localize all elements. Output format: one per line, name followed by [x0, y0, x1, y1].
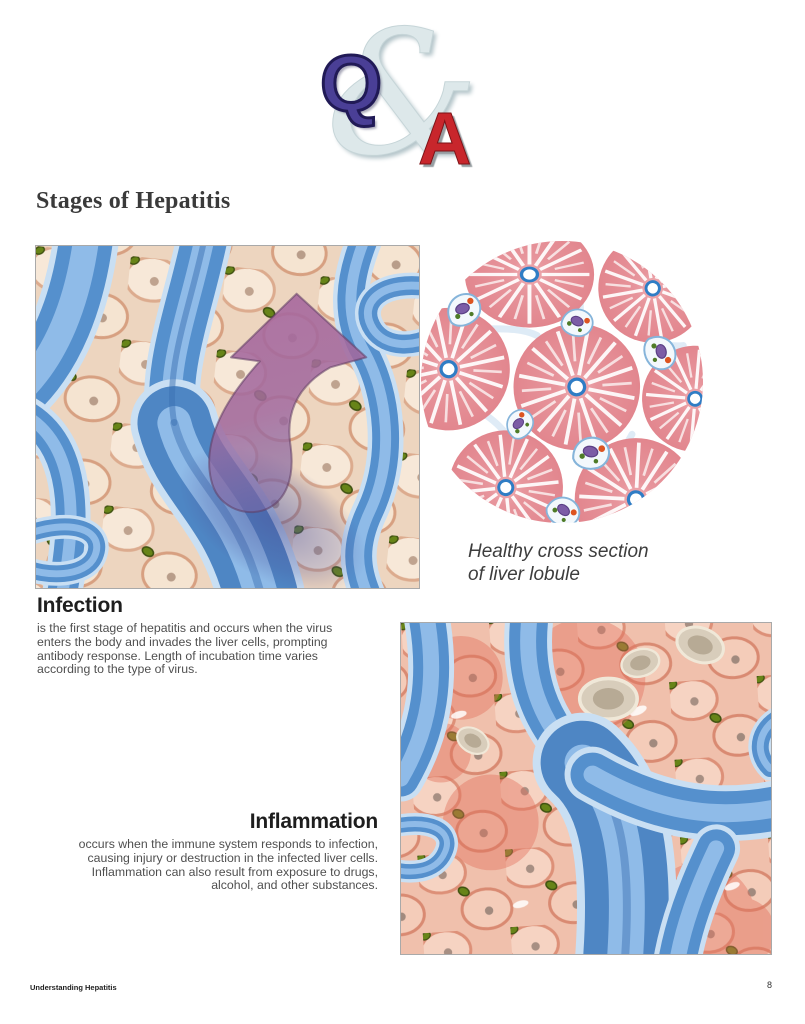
qa-logo: & Q A [300, 7, 500, 185]
infection-text-line: according to the type of virus. [37, 662, 198, 677]
infection-text-line: antibody response. Length of incubation … [37, 648, 318, 663]
healthy-lobule-illustration [419, 239, 705, 525]
inflammation-text-line: Inflammation can also result from exposu… [91, 864, 378, 879]
inflammation-heading: Inflammation [249, 810, 378, 833]
lobule-caption: Healthy cross section of liver lobule [468, 540, 649, 586]
section-infection: Infection is the first stage of hepatiti… [37, 594, 332, 677]
ampersand-glyph: & [325, 0, 480, 194]
lobule-caption-line1: Healthy cross section [468, 541, 649, 562]
a-letter: A [417, 97, 472, 180]
infection-illustration-svg [36, 246, 419, 588]
page-title: Stages of Hepatitis [36, 188, 231, 214]
footer-page-number: 8 [766, 980, 772, 990]
lobule-svg [420, 240, 704, 524]
inflammation-text-line: alcohol, and other substances. [211, 878, 378, 893]
liver-lobules [420, 240, 704, 524]
inflammation-illustration-svg [401, 623, 771, 954]
inflammation-text-line: causing injury or destruction in the inf… [87, 850, 378, 865]
infection-illustration [35, 245, 420, 589]
section-inflammation: Inflammation occurs when the immune syst… [78, 810, 379, 893]
footer-booklet-title: Understanding Hepatitis [30, 983, 117, 992]
infection-heading: Infection [37, 594, 123, 617]
infection-arrow-icon [208, 292, 368, 514]
infection-text-line: enters the body and invades the liver ce… [37, 634, 328, 649]
lobule-caption-line2: of liver lobule [468, 564, 580, 585]
inflammation-text-line: occurs when the immune system responds t… [78, 837, 378, 851]
inflammation-illustration [400, 622, 772, 955]
infection-text-line: is the first stage of hepatitis and occu… [37, 621, 333, 635]
q-letter: Q [318, 39, 383, 128]
